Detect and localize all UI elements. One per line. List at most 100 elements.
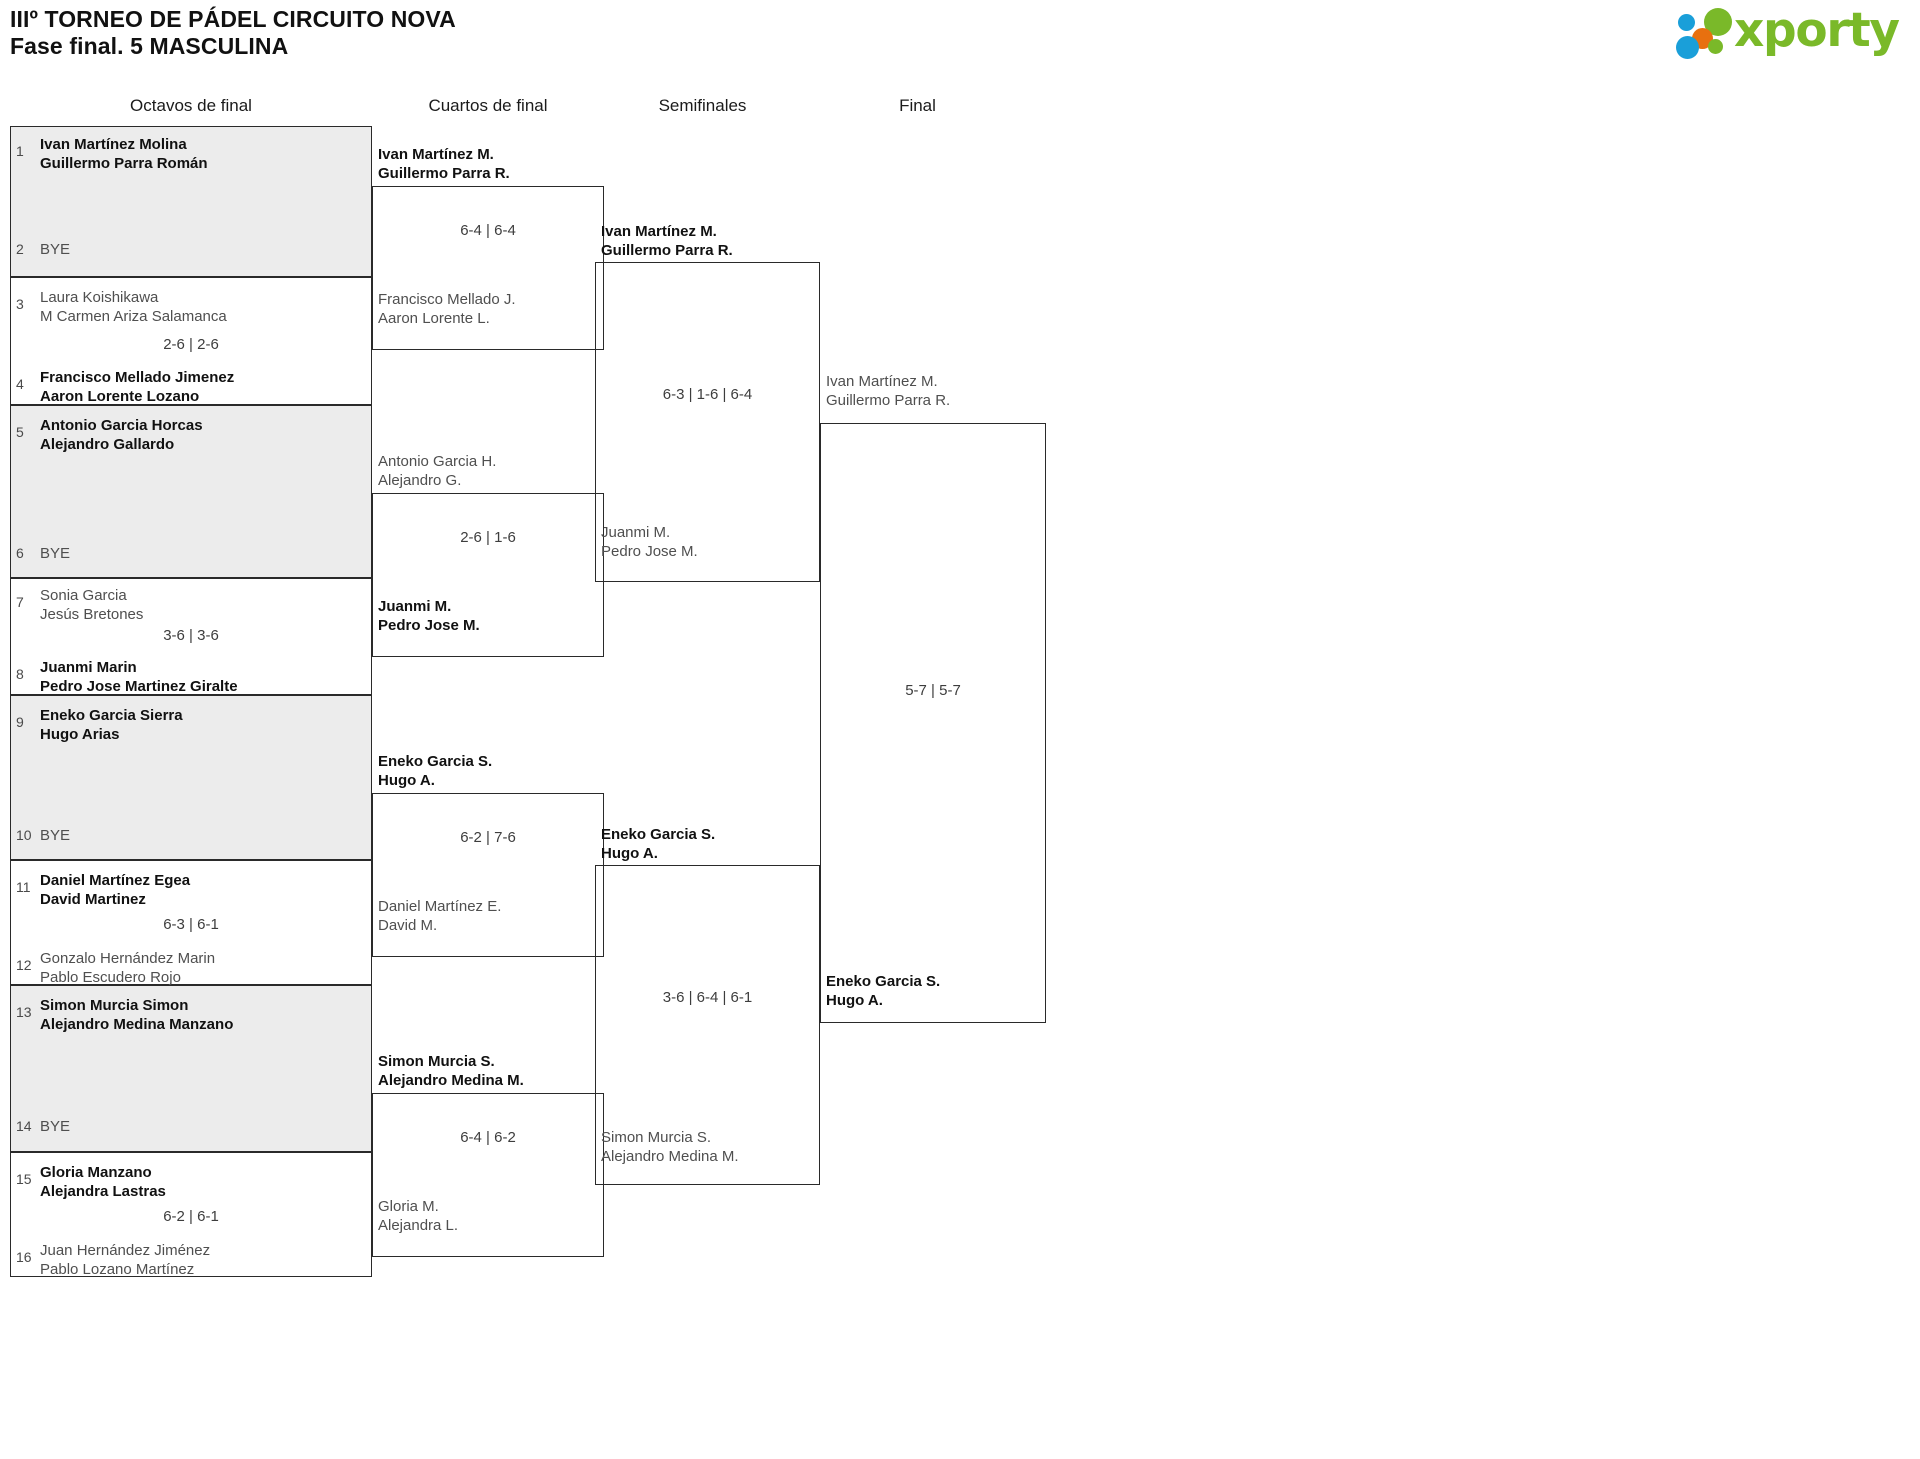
r1-match[interactable]: 5 Antonio Garcia Horcas Alejandro Gallar… <box>10 405 372 578</box>
r2-player-names: Ivan Martínez M. Guillermo Parra R. <box>378 145 510 183</box>
round-header-cuartos: Cuartos de final <box>428 96 548 115</box>
seed-number: 12 <box>16 957 32 973</box>
player-line: Juanmi M. <box>378 598 452 615</box>
player-line: Eneko Garcia S. <box>826 973 941 990</box>
player-line: Guillermo Parra Román <box>40 155 208 172</box>
player-line: BYE <box>40 827 71 844</box>
player-names: BYE <box>40 826 365 845</box>
player-line: Francisco Mellado J. <box>378 291 516 308</box>
r1-match[interactable]: 7 Sonia Garcia Jesús Bretones 3-6 | 3-6 … <box>10 578 372 695</box>
round-header-semifinales: Semifinales <box>658 96 747 115</box>
player-line: Antonio Garcia Horcas <box>40 417 203 434</box>
r2-player-names: Antonio Garcia H. Alejandro G. <box>378 452 496 490</box>
player-line: David Martinez <box>40 891 146 908</box>
player-line: M Carmen Ariza Salamanca <box>40 308 227 325</box>
round-header-octavos: Octavos de final <box>130 96 252 115</box>
r3-player-names: Simon Murcia S. Alejandro Medina M. <box>601 1128 739 1166</box>
player-names: Francisco Mellado Jimenez Aaron Lorente … <box>40 368 365 406</box>
player-line: Simon Murcia S. <box>378 1053 495 1070</box>
r1-match[interactable]: 11 Daniel Martínez Egea David Martinez 6… <box>10 860 372 987</box>
player-names: Laura Koishikawa M Carmen Ariza Salamanc… <box>40 288 365 326</box>
r1-match[interactable]: 1 Ivan Martínez Molina Guillermo Parra R… <box>10 126 372 277</box>
logo-dot-green-small-icon <box>1708 39 1723 54</box>
player-line: Guillermo Parra R. <box>826 392 951 409</box>
player-line: Juanmi M. <box>601 524 671 541</box>
seed-number: 11 <box>16 879 31 895</box>
player-names: Ivan Martínez Molina Guillermo Parra Rom… <box>40 135 365 173</box>
r1-match[interactable]: 13 Simon Murcia Simon Alejandro Medina M… <box>10 985 372 1152</box>
player-line: BYE <box>40 1118 71 1135</box>
r1-match[interactable]: 3 Laura Koishikawa M Carmen Ariza Salama… <box>10 277 372 405</box>
seed-number: 14 <box>16 1118 32 1134</box>
logo-dot-blue-small-icon <box>1678 14 1695 31</box>
match-score: 5-7 | 5-7 <box>905 682 961 699</box>
player-line: BYE <box>40 241 71 258</box>
player-names: Juanmi Marin Pedro Jose Martinez Giralte <box>40 658 365 696</box>
player-line: Alejandro G. <box>378 472 462 489</box>
r2-player-names: Gloria M. Alejandra L. <box>378 1197 458 1235</box>
xporty-logo[interactable]: xporty <box>1676 3 1906 62</box>
seed-number: 16 <box>16 1249 32 1265</box>
player-line: Gloria M. <box>378 1198 439 1215</box>
player-line: Simon Murcia S. <box>601 1129 712 1146</box>
tournament-subtitle: Fase final. 5 MASCULINA <box>10 33 289 59</box>
r3-player-names: Ivan Martínez M. Guillermo Parra R. <box>601 222 733 260</box>
tournament-title: IIIº TORNEO DE PÁDEL CIRCUITO NOVA <box>10 6 456 32</box>
r2-match[interactable]: 6-4 | 6-4 <box>372 186 604 350</box>
seed-number: 8 <box>16 666 24 682</box>
r4-match[interactable]: 5-7 | 5-7 <box>820 423 1046 1023</box>
r2-match[interactable]: 2-6 | 1-6 <box>372 493 604 657</box>
player-line: Juanmi Marin <box>40 659 137 676</box>
r3-player-names: Juanmi M. Pedro Jose M. <box>601 523 698 561</box>
seed-number: 5 <box>16 424 24 440</box>
player-line: Pablo Escudero Rojo <box>40 969 181 986</box>
player-line: Alejandra Lastras <box>40 1183 166 1200</box>
player-line: Guillermo Parra R. <box>601 242 733 259</box>
r2-match[interactable]: 6-2 | 7-6 <box>372 793 604 957</box>
r2-player-names: Simon Murcia S. Alejandro Medina M. <box>378 1052 524 1090</box>
player-line: Laura Koishikawa <box>40 289 159 306</box>
player-line: BYE <box>40 545 71 562</box>
seed-number: 10 <box>16 827 32 843</box>
player-names: Eneko Garcia Sierra Hugo Arias <box>40 706 365 744</box>
r1-match[interactable]: 15 Gloria Manzano Alejandra Lastras 6-2 … <box>10 1152 372 1279</box>
r2-player-names: Daniel Martínez E. David M. <box>378 897 501 935</box>
player-line: Guillermo Parra R. <box>378 165 510 182</box>
seed-number: 9 <box>16 714 24 730</box>
r1-match[interactable]: 9 Eneko Garcia Sierra Hugo Arias 10 BYE <box>10 695 372 860</box>
player-line: Pablo Lozano Martínez <box>40 1261 195 1278</box>
player-line: Aaron Lorente Lozano <box>40 388 200 405</box>
player-names: BYE <box>40 240 365 259</box>
player-names: Simon Murcia Simon Alejandro Medina Manz… <box>40 996 365 1034</box>
player-line: Eneko Garcia Sierra <box>40 707 183 724</box>
r3-match[interactable]: 3-6 | 6-4 | 6-1 <box>595 865 820 1185</box>
logo-dot-blue-large-icon <box>1676 36 1699 59</box>
player-line: Hugo A. <box>378 772 435 789</box>
logo-wordmark: xporty <box>1734 3 1900 58</box>
r2-player-names: Juanmi M. Pedro Jose M. <box>378 597 480 635</box>
player-line: Aaron Lorente L. <box>378 310 490 327</box>
r4-player-names: Eneko Garcia S. Hugo A. <box>826 972 940 1010</box>
r3-match[interactable]: 6-3 | 1-6 | 6-4 <box>595 262 820 582</box>
player-names: BYE <box>40 544 365 563</box>
player-line: Eneko Garcia S. <box>601 826 716 843</box>
player-line: Pedro Jose Martinez Giralte <box>40 678 238 695</box>
player-line: Alejandro Medina M. <box>378 1072 524 1089</box>
player-names: Gloria Manzano Alejandra Lastras <box>40 1163 365 1201</box>
player-names: Juan Hernández Jiménez Pablo Lozano Mart… <box>40 1241 365 1279</box>
player-line: Alejandro Medina M. <box>601 1148 739 1165</box>
player-names: Gonzalo Hernández Marin Pablo Escudero R… <box>40 949 365 987</box>
r2-match[interactable]: 6-4 | 6-2 <box>372 1093 604 1257</box>
r3-player-names: Eneko Garcia S. Hugo A. <box>601 825 715 863</box>
seed-number: 13 <box>16 1004 32 1020</box>
player-names: Daniel Martínez Egea David Martinez <box>40 871 365 909</box>
player-line: Jesús Bretones <box>40 606 144 623</box>
player-line: Pedro Jose M. <box>601 543 698 560</box>
seed-number: 4 <box>16 376 24 392</box>
player-line: David M. <box>378 917 438 934</box>
match-score: 6-4 | 6-2 <box>460 1129 516 1146</box>
match-score: 3-6 | 6-4 | 6-1 <box>662 989 753 1006</box>
match-score: 3-6 | 3-6 <box>163 627 219 644</box>
player-names: Sonia Garcia Jesús Bretones <box>40 586 365 624</box>
